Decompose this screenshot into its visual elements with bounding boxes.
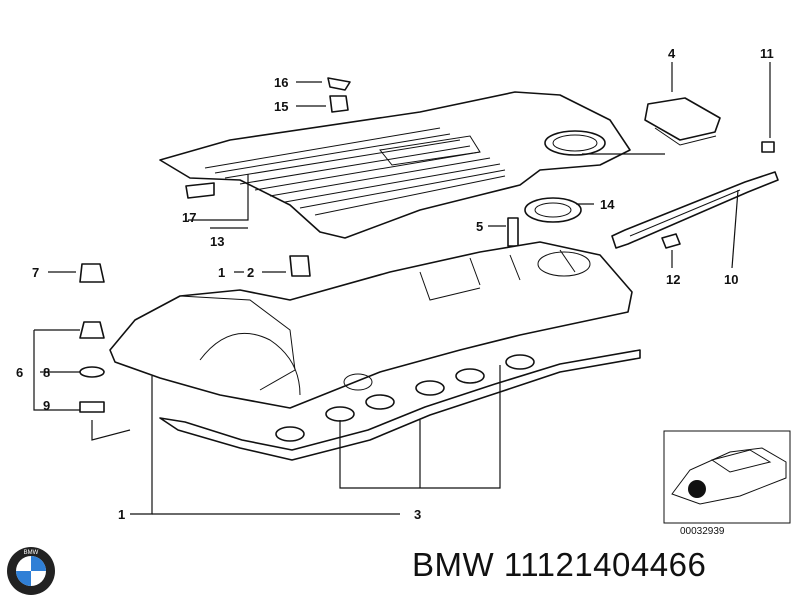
stud-part — [507, 217, 519, 247]
callout-13: 13 — [210, 234, 224, 249]
callout-6: 6 — [16, 365, 23, 380]
callout-16: 16 — [274, 75, 288, 90]
inset-code: 00032939 — [680, 526, 725, 537]
callout-17: 17 — [182, 210, 196, 225]
callout-3: 3 — [414, 507, 421, 522]
bracket-rod-part — [611, 141, 779, 249]
callout-4: 4 — [668, 46, 676, 61]
callout-10: 10 — [724, 272, 738, 287]
callout-5: 5 — [476, 219, 483, 234]
part-number-caption: BMW 11121404466 — [412, 546, 707, 583]
clip-part — [185, 182, 215, 199]
callout-12: 12 — [666, 272, 680, 287]
callout-9: 9 — [43, 398, 50, 413]
callout-7: 7 — [32, 265, 39, 280]
callout-1-bottom: 1 — [118, 507, 125, 522]
valve-cover — [109, 241, 633, 409]
left-hardware — [79, 255, 311, 413]
oil-cap-part — [644, 97, 721, 146]
callout-14: 14 — [600, 197, 615, 212]
leader-lines — [33, 62, 771, 515]
callout-2: 2 — [247, 265, 254, 280]
seal-ring-part — [524, 197, 582, 223]
car-location-inset — [663, 430, 791, 524]
callout-11: 11 — [760, 46, 774, 61]
logo-lettering: BMW — [24, 550, 39, 556]
gasket-part — [159, 349, 641, 461]
plug-seals — [275, 354, 535, 442]
bmw-logo: BMW — [7, 547, 55, 595]
callout-8: 8 — [43, 365, 50, 380]
engine-cover — [159, 91, 631, 239]
nut-part — [329, 95, 349, 113]
callout-1-top: 1 — [218, 265, 225, 280]
callout-15: 15 — [274, 99, 288, 114]
washer-part — [327, 77, 351, 91]
